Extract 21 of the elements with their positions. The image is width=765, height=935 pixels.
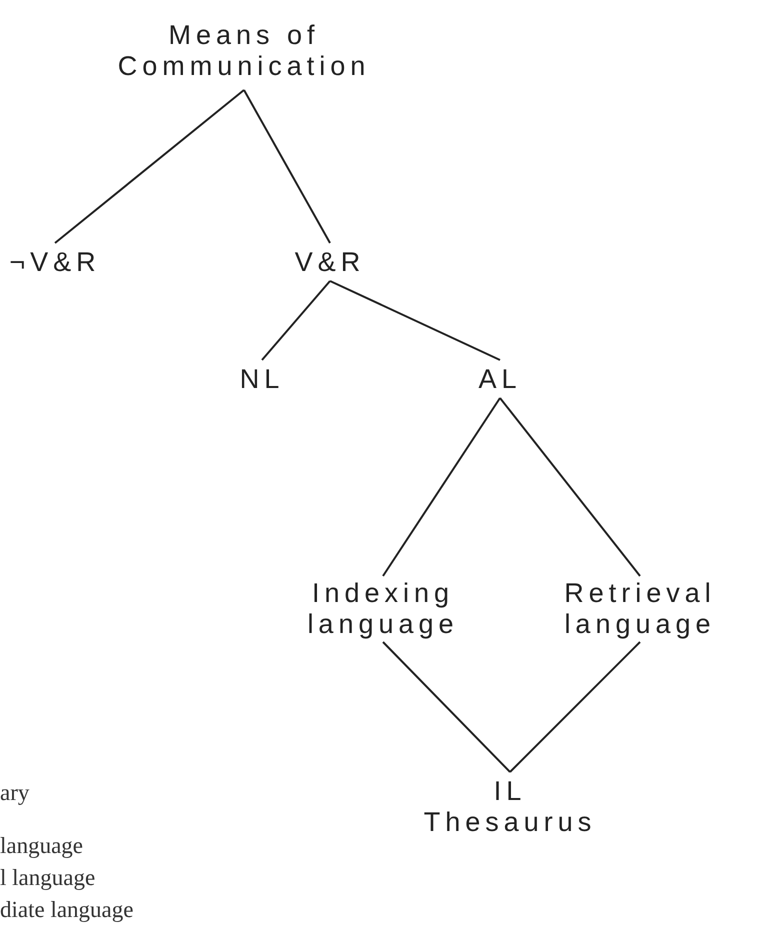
node-label: IL: [494, 776, 526, 807]
node-label: Indexing language: [306, 578, 460, 640]
connector-line: [330, 280, 500, 361]
node-label: NL: [240, 364, 284, 394]
connector-line: [499, 397, 641, 577]
text-fragment: ary: [0, 780, 30, 806]
text-fragment: diate language: [0, 897, 134, 923]
connector-line: [54, 89, 245, 244]
node-label: ¬V&R: [9, 246, 101, 278]
connector-line: [382, 397, 501, 577]
connector-line: [382, 641, 511, 773]
text-fragment: language: [0, 833, 84, 859]
node-label: Thesaurus: [424, 807, 596, 838]
text-fragment: l language: [0, 865, 96, 891]
node-label: V&R: [294, 246, 366, 278]
connector-line: [509, 641, 641, 773]
connector-line: [243, 90, 331, 244]
node-label: Retrieval language: [563, 578, 717, 640]
connector-line: [261, 280, 331, 361]
node-label: Means of Communication: [116, 20, 372, 82]
node-label: AL: [478, 364, 522, 394]
